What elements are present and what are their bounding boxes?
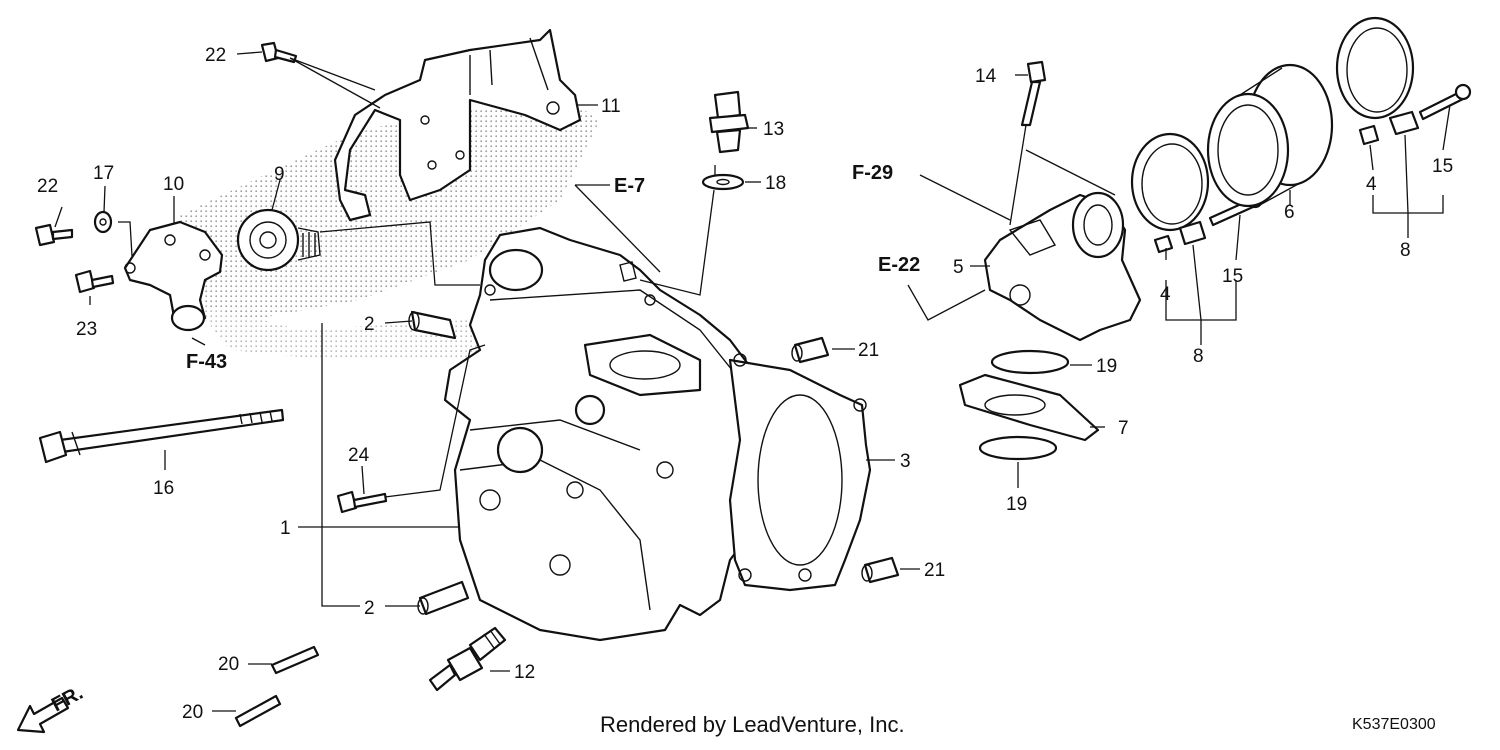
callout-12: 12 <box>514 662 535 683</box>
dowel-pin-lower <box>861 556 900 584</box>
ref-e22: E-22 <box>878 254 920 276</box>
temperature-sensor <box>708 90 750 154</box>
sensor-washer <box>701 173 745 191</box>
callout-4-right: 4 <box>1366 174 1377 195</box>
insulator-bolt <box>1020 60 1047 127</box>
leader-lines <box>54 51 1451 712</box>
carburetor-insulator <box>983 191 1142 342</box>
stud-bolt-20-upper <box>270 645 320 675</box>
front-arrow-icon <box>16 696 70 734</box>
clamp-band-middle <box>1130 132 1210 246</box>
callout-14: 14 <box>975 66 997 87</box>
water-pipe-bracket <box>333 28 582 222</box>
callout-17: 17 <box>93 163 114 184</box>
callout-21-upper: 21 <box>858 340 879 361</box>
callout-10: 10 <box>163 174 184 195</box>
washer-17 <box>93 210 113 234</box>
clamp-nut-right <box>1358 124 1380 146</box>
callout-20-upper: 20 <box>218 654 239 675</box>
callout-15-middle: 15 <box>1222 266 1243 287</box>
callout-16: 16 <box>153 478 174 499</box>
head-gasket <box>728 353 872 592</box>
collar-lower <box>417 580 470 616</box>
callout-1: 1 <box>280 518 291 539</box>
clamp-screw-right <box>1418 83 1472 121</box>
callout-13: 13 <box>763 119 784 140</box>
callout-24: 24 <box>348 445 370 466</box>
callout-19-lower: 19 <box>1006 494 1027 515</box>
thermostat <box>236 208 321 272</box>
bolt-22-left <box>34 223 74 247</box>
o-ring-lower <box>978 435 1058 461</box>
callout-6: 6 <box>1284 202 1295 223</box>
ref-e7: E-7 <box>614 175 645 197</box>
callout-5: 5 <box>953 257 964 278</box>
callout-21-lower: 21 <box>924 560 945 581</box>
callout-20-lower: 20 <box>182 702 203 723</box>
callout-8-right: 8 <box>1400 240 1411 261</box>
thermostat-cover <box>123 220 224 332</box>
intake-joint <box>1206 63 1334 208</box>
callout-4-middle: 4 <box>1160 284 1171 305</box>
callout-7: 7 <box>1118 418 1129 439</box>
ref-f29: F-29 <box>852 162 893 184</box>
stud-bolt-long <box>38 408 285 464</box>
callout-22-upper: 22 <box>205 45 226 66</box>
callout-2-upper: 2 <box>364 314 375 335</box>
callout-15-right: 15 <box>1432 156 1453 177</box>
callout-9: 9 <box>274 164 285 185</box>
callout-18: 18 <box>765 173 786 194</box>
o-ring-upper <box>990 349 1070 375</box>
stud-bolt-20-lower <box>234 694 282 728</box>
cylinder-head <box>443 226 782 642</box>
hatch-zone-lower <box>190 300 500 360</box>
callout-22-left: 22 <box>37 176 58 197</box>
bolt-23 <box>74 269 115 294</box>
callout-23: 23 <box>76 319 97 340</box>
diagram-code: K537E0300 <box>1352 716 1436 733</box>
bolt-24 <box>336 490 388 514</box>
callout-3: 3 <box>900 451 911 472</box>
render-credit: Rendered by LeadVenture, Inc. <box>600 712 905 737</box>
dowel-pin-upper <box>791 336 830 364</box>
callout-19-upper: 19 <box>1096 356 1117 377</box>
callout-labels: 22 11 22 17 10 9 23 16 2 2 24 1 13 18 21… <box>37 45 1453 723</box>
callout-2-lower: 2 <box>364 598 375 619</box>
clamp-nut-middle <box>1153 234 1174 254</box>
ref-f43: F-43 <box>186 351 227 373</box>
callout-11: 11 <box>601 96 621 117</box>
insulator-gasket <box>958 373 1100 442</box>
spark-plug <box>428 626 507 692</box>
clamp-band-right <box>1335 16 1420 136</box>
callout-8-middle: 8 <box>1193 346 1204 367</box>
